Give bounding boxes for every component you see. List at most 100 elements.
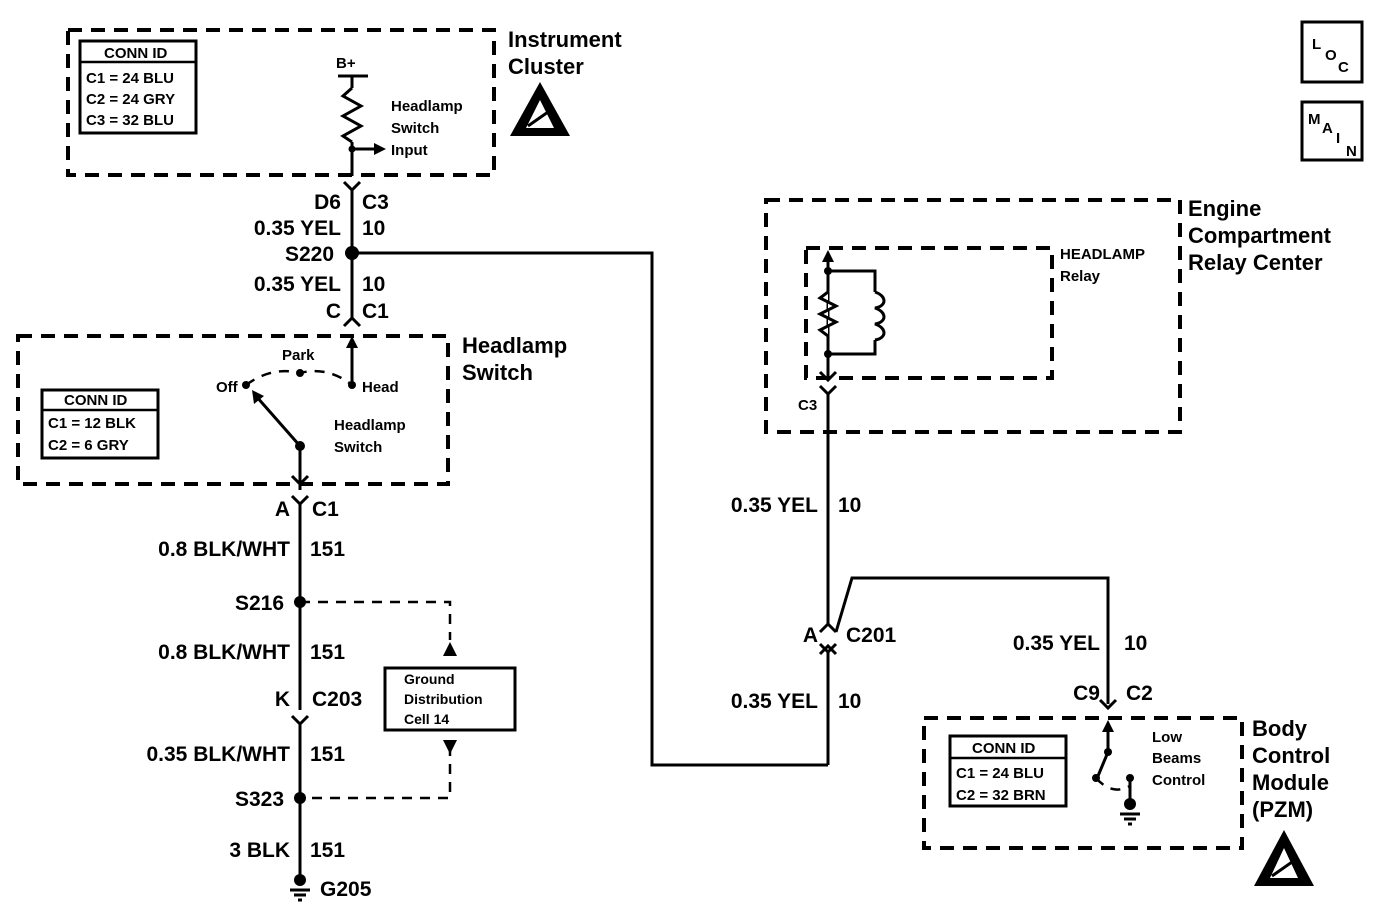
pin-a-label: A	[275, 498, 290, 521]
ground-distribution-box[interactable]: Ground Distribution Cell 14	[383, 666, 517, 732]
conn-c2-label: C2	[1126, 682, 1153, 705]
conn-id-title: CONN ID	[972, 740, 1036, 757]
conn-id-table: CONN ID C1 = 12 BLK C2 = 6 GRY	[40, 388, 160, 460]
instrument-cluster-title-2: Cluster	[508, 54, 584, 79]
wire-color-label: 0.35 YEL	[254, 273, 341, 296]
wire-color-label: 3 BLK	[229, 839, 290, 862]
circuit-number-label: 10	[362, 273, 385, 296]
conn-id-row: C1 = 24 BLU	[86, 70, 174, 87]
splice-s323-label: S323	[235, 788, 284, 811]
relay-center-title-3: Relay Center	[1188, 250, 1323, 275]
circuit-number-label: 10	[838, 494, 861, 517]
wire-color-label: 0.35 YEL	[731, 494, 818, 517]
loc-letter-l: L	[1312, 36, 1321, 53]
conn-c1-label: C1	[312, 498, 339, 521]
conn-id-row: C2 = 32 BRN	[956, 787, 1046, 804]
conn-id-row: C3 = 32 BLU	[86, 112, 174, 129]
pin-c9-label: C9	[1073, 682, 1100, 705]
conn-id-row: C1 = 12 BLK	[48, 415, 136, 432]
conn-id-row: C1 = 24 BLU	[956, 765, 1044, 782]
esd-warning-icon	[1254, 830, 1314, 886]
conn-id-row: C2 = 6 GRY	[48, 437, 129, 454]
input-label-3: Input	[391, 142, 428, 159]
loc-letter-c: C	[1338, 59, 1349, 76]
relay-center: Engine Compartment Relay Center HEADLAMP…	[764, 196, 1332, 434]
coil-icon	[874, 290, 886, 342]
loc-letter-o: O	[1325, 47, 1337, 64]
ground-path: Ground Distribution Cell 14 A C1 0.8 BLK…	[146, 494, 517, 902]
position-park-label: Park	[282, 347, 315, 364]
wire-color-label: 0.35 YEL	[1013, 632, 1100, 655]
circuit-number-label: 151	[310, 538, 345, 561]
wire-color-label: 0.35 YEL	[731, 690, 818, 713]
headlamp-switch: Headlamp Switch CONN ID C1 = 12 BLK C2 =…	[16, 333, 567, 490]
switch-label-1: Headlamp	[334, 417, 406, 434]
pin-d6-label: D6	[314, 191, 341, 214]
circuit-number-label: 10	[838, 690, 861, 713]
resistor-icon	[339, 86, 365, 144]
relay-label-1: HEADLAMP	[1060, 246, 1145, 263]
ctrl-label-1: Low	[1152, 729, 1182, 746]
gdc-label-1: Ground	[404, 671, 455, 687]
conn-c201-label: C201	[846, 624, 897, 647]
relay-center-title-1: Engine	[1188, 196, 1261, 221]
supply-label: B+	[336, 55, 356, 72]
esd-warning-icon	[510, 82, 570, 136]
ground-icon	[1120, 798, 1140, 826]
switch-label-2: Switch	[334, 439, 382, 456]
gdc-label-2: Distribution	[404, 691, 483, 707]
instrument-cluster: Instrument Cluster CONN ID C1 = 24 BLU C…	[66, 27, 622, 177]
conn-id-table: CONN ID C1 = 24 BLU C2 = 24 GRY C3 = 32 …	[78, 39, 198, 135]
conn-id-row: C2 = 24 GRY	[86, 91, 175, 108]
pin-c-label: C	[326, 300, 341, 323]
right-harness: 0.35 YEL 10 A C201 0.35 YEL 10 0.35 YEL …	[731, 394, 1153, 765]
gdc-label-3: Cell 14	[404, 711, 449, 727]
main-letter-n: N	[1346, 143, 1357, 160]
bcm-title-1: Body	[1252, 716, 1308, 741]
bcm-title-4: (PZM)	[1252, 797, 1313, 822]
circuit-number-label: 151	[310, 641, 345, 664]
splice-s220-label: S220	[285, 243, 334, 266]
pin-a-label: A	[803, 624, 818, 647]
position-off-label: Off	[216, 379, 239, 396]
conn-c1-label: C1	[362, 300, 389, 323]
main-letter-i: I	[1336, 130, 1340, 147]
wire-color-label: 0.35 BLK/WHT	[146, 743, 290, 766]
ground-icon	[290, 874, 310, 902]
headlamp-switch-title-2: Switch	[462, 360, 533, 385]
position-head-label: Head	[362, 379, 399, 396]
wire-color-label: 0.8 BLK/WHT	[158, 538, 290, 561]
wire-s220-to-c201	[352, 251, 828, 767]
body-control-module: Body Control Module (PZM) CONN ID C1 = 2…	[922, 716, 1330, 886]
ctrl-label-3: Control	[1152, 772, 1205, 789]
resistor-icon	[816, 290, 840, 338]
ground-g205-label: G205	[320, 878, 372, 901]
left-harness: D6 C3 0.35 YEL 10 S220 0.35 YEL 10 C C1	[254, 180, 828, 767]
conn-c203-label: C203	[312, 688, 362, 711]
circuit-number-label: 10	[362, 217, 385, 240]
relay-center-title-2: Compartment	[1188, 223, 1332, 248]
loc-button[interactable]: L O C	[1300, 20, 1364, 84]
bcm-title-3: Module	[1252, 770, 1329, 795]
main-letter-m: M	[1308, 111, 1321, 128]
splice-s216-label: S216	[235, 592, 284, 615]
input-label-1: Headlamp	[391, 98, 463, 115]
main-letter-a: A	[1322, 120, 1333, 137]
relay-label-2: Relay	[1060, 268, 1101, 285]
wire-color-label: 0.35 YEL	[254, 217, 341, 240]
main-button[interactable]: M A I N	[1300, 100, 1364, 162]
bcm-title-2: Control	[1252, 743, 1330, 768]
headlamp-switch-title-1: Headlamp	[462, 333, 567, 358]
ctrl-label-2: Beams	[1152, 750, 1201, 767]
conn-id-title: CONN ID	[64, 392, 128, 409]
input-label-2: Switch	[391, 120, 439, 137]
wire-color-label: 0.8 BLK/WHT	[158, 641, 290, 664]
circuit-number-label: 151	[310, 743, 345, 766]
conn-id-table: CONN ID C1 = 24 BLU C2 = 32 BRN	[948, 734, 1068, 808]
pin-k-label: K	[275, 688, 290, 711]
conn-c3-label: C3	[362, 191, 389, 214]
circuit-number-label: 10	[1124, 632, 1147, 655]
conn-id-title: CONN ID	[104, 45, 168, 62]
instrument-cluster-title-1: Instrument	[508, 27, 622, 52]
relay-conn-c3-label: C3	[798, 397, 817, 414]
